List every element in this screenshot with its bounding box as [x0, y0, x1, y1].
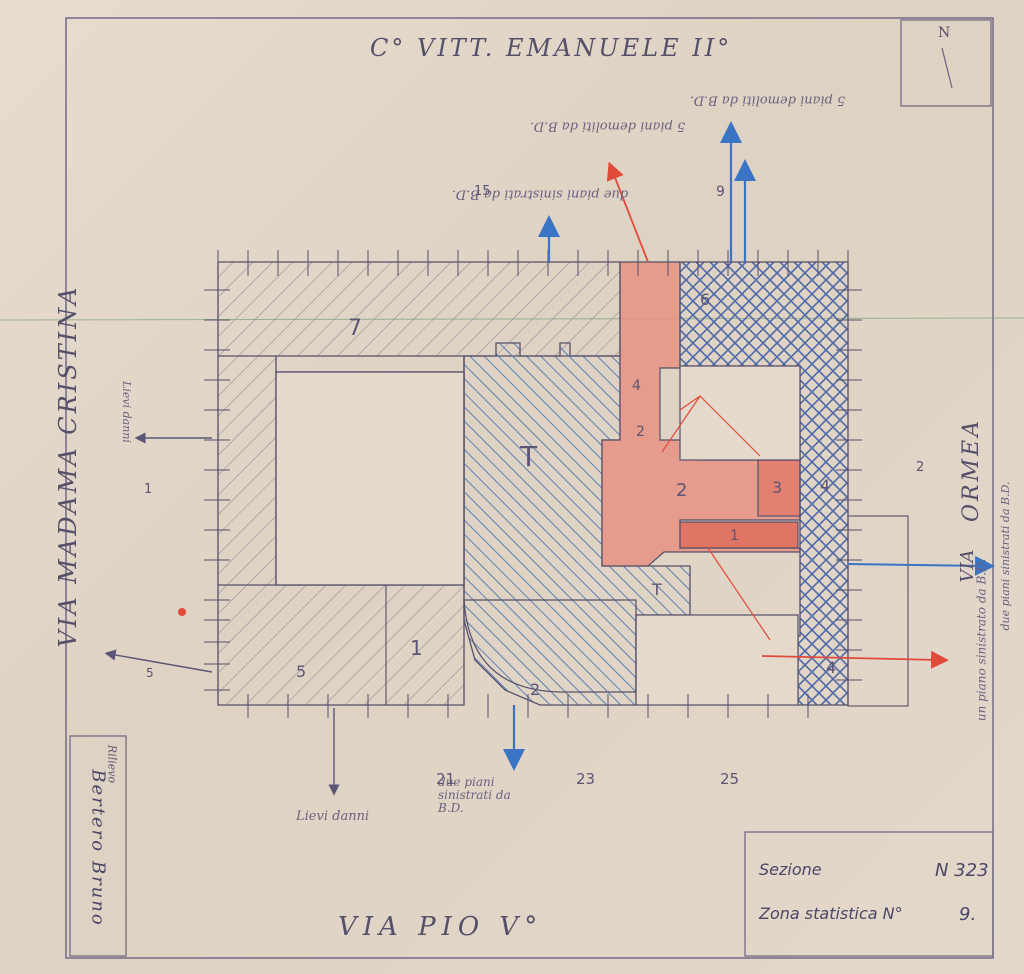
- north-label: N: [938, 25, 951, 41]
- block-label: 6: [700, 290, 711, 309]
- east-annex: [847, 515, 909, 707]
- house-number: 23: [576, 770, 596, 788]
- damage-note: due piani sinistrati da B.D.: [998, 481, 1012, 631]
- street-right-label: ORMEA: [959, 417, 984, 523]
- ticks-left: [204, 289, 230, 691]
- block-label: 1: [730, 528, 739, 544]
- ticks-right: [836, 289, 862, 681]
- block-label: 2: [676, 480, 688, 501]
- arrow-gray-west-2: [104, 649, 213, 673]
- courtyard-south: [635, 614, 799, 706]
- zone-label: Zona statistica N°: [759, 904, 903, 923]
- round-courtyard: [463, 599, 637, 693]
- block-label: 4: [826, 658, 837, 677]
- block-label: 4: [820, 476, 831, 495]
- arrow-red-north: [606, 161, 649, 263]
- block-red-area: [601, 261, 801, 567]
- courtyard-east: [679, 365, 801, 461]
- north-arrow: [941, 47, 953, 89]
- red-marker: [178, 608, 186, 616]
- info-box-frame: [744, 831, 994, 957]
- house-number: 9: [716, 184, 725, 200]
- info-box: Sezione N 323 Zona statistica N° 9.: [745, 832, 993, 956]
- author-box: [69, 735, 127, 957]
- zone-value: 9.: [959, 904, 977, 925]
- arrow-red-east: [761, 650, 949, 669]
- courtyard-west: [275, 371, 465, 586]
- house-number: 21: [436, 770, 456, 788]
- damage-note: due piani sinistrati da B.D.: [452, 186, 629, 202]
- street-top-label: C° VITT. EMANUELE II°: [370, 34, 733, 62]
- outer-frame: [65, 17, 994, 959]
- damage-note: Lievi danni: [296, 809, 370, 824]
- damage-note: 5 piani demoliti da B.D.: [530, 118, 686, 134]
- block-label: T: [652, 580, 662, 599]
- house-number: 15: [474, 184, 491, 199]
- zone-row: Zona statistica N° 9.: [759, 904, 976, 925]
- red-leader-lines: [661, 395, 771, 641]
- block-red-1: [679, 521, 799, 549]
- street-bottom-label: VIA PIO V°: [338, 912, 544, 942]
- block-label: 1: [410, 636, 423, 660]
- section-row: Sezione N 323: [759, 860, 989, 881]
- north-box: [900, 19, 992, 107]
- house-number: 1: [144, 482, 153, 497]
- section-value: N 323: [935, 860, 989, 881]
- house-number: 2: [916, 460, 925, 475]
- damage-note: un piano sinistrato da B.D.: [974, 558, 989, 722]
- damage-note: 5 piani demoliti da B.D.: [690, 92, 846, 108]
- house-number: 5: [146, 666, 154, 680]
- damage-note: Lievi danni: [120, 381, 134, 443]
- block-label: 2: [530, 680, 541, 699]
- ticks-top: [217, 250, 849, 276]
- house-number: 25: [720, 770, 740, 788]
- block-label: 5: [296, 662, 307, 681]
- author-name: Bertero Bruno: [87, 769, 109, 927]
- arrow-blue-east: [847, 555, 995, 576]
- block-label: 3: [772, 478, 783, 497]
- block-label: 7: [348, 316, 362, 341]
- damage-note: due piani sinistrati da B.D.: [438, 775, 511, 816]
- ticks-bottom: [247, 694, 809, 718]
- section-label: Sezione: [759, 860, 822, 879]
- author-caption: Rilievo: [105, 744, 119, 784]
- block-label: 2: [636, 424, 645, 440]
- street-left-label: VIA MADAMA CRISTINA: [54, 284, 82, 648]
- block-label: 4: [632, 378, 641, 394]
- block-label: T: [520, 440, 538, 473]
